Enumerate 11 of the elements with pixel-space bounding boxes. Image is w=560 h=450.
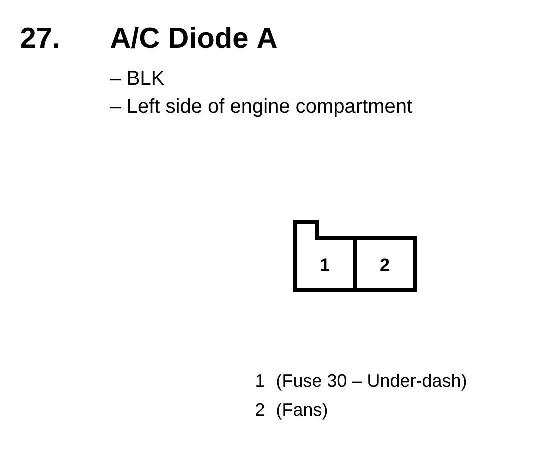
pin-number: 2 bbox=[256, 403, 264, 416]
note-text: – BLK bbox=[110, 71, 164, 85]
note-text: – Left side of engine compartment bbox=[110, 98, 412, 118]
heading: A/C Diode A bbox=[110, 26, 277, 49]
pin-description: (Fans) bbox=[277, 402, 328, 420]
terminal-cavity: 2 bbox=[380, 258, 390, 272]
terminal-cavity: 1 bbox=[321, 258, 330, 272]
connector-outline bbox=[293, 220, 417, 292]
pin-number: 1 bbox=[256, 374, 264, 387]
section-number: 27. bbox=[21, 28, 58, 48]
pin-description: (Fuse 30 – Under-dash) bbox=[277, 374, 466, 391]
